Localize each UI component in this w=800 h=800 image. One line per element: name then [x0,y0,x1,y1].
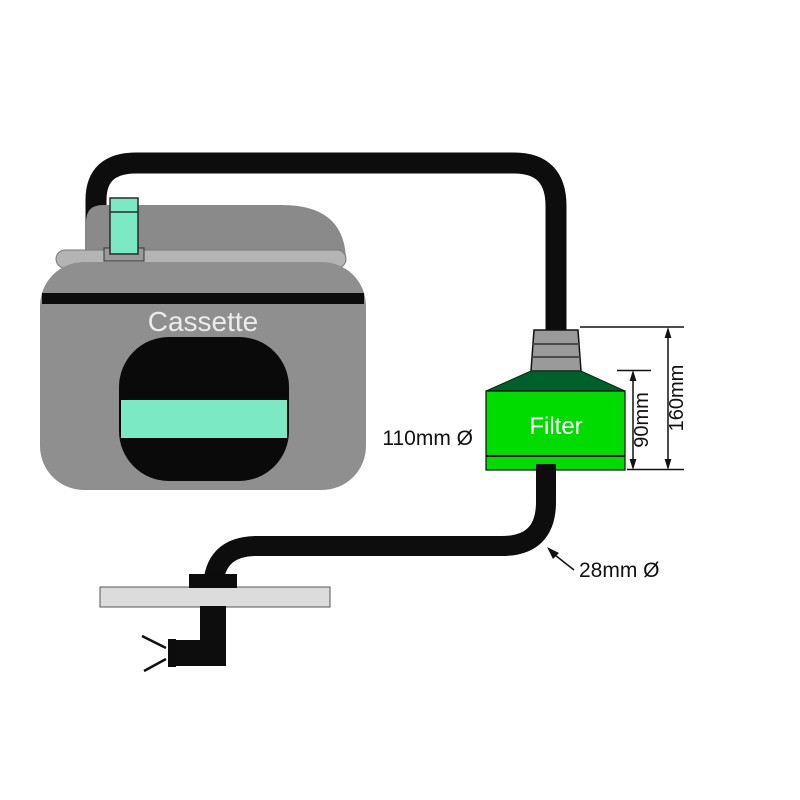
dim-arrow-up [629,370,637,381]
pipe-diameter-callout: 28mm Ø [547,547,660,582]
dim-arrow-down [664,459,672,470]
filter-connector-nut [530,329,582,372]
filter-label: Filter [529,413,582,440]
cassette-label: Cassette [148,306,259,337]
spray-line-upper [141,634,167,650]
cassette-top-housing [86,205,346,262]
waste-hose [85,152,567,333]
callout-leader-line [554,554,575,571]
callout-arrowhead [547,547,559,559]
dim-arrow-up [664,327,672,338]
elbow-nozzle [168,639,176,667]
mounting-plate [99,586,331,608]
dimension-90mm: 90mm [617,369,684,471]
vent-pipe [109,197,139,255]
cassette-level-band [121,400,287,438]
cassette-stripe [42,293,364,304]
label-90mm: 90mm [631,392,653,448]
spray-lines [141,634,167,673]
dimension-160mm: 160mm [580,326,688,470]
outlet-pipe [203,464,556,648]
filter-funnel [485,370,626,392]
dim-arrow-down [629,459,637,470]
pipe-flange [189,574,237,588]
label-110mm-diameter: 110mm Ø [382,427,473,450]
label-160mm: 160mm [666,365,688,432]
spray-line-lower [143,657,167,673]
outlet-elbow [175,606,226,666]
label-28mm-diameter: 28mm Ø [579,559,660,582]
